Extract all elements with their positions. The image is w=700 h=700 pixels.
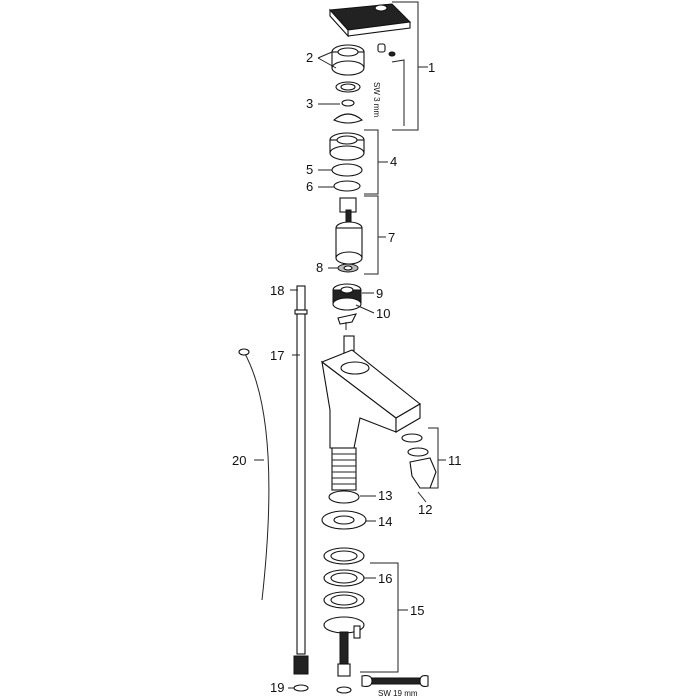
- flex-hose-part-20: [238, 348, 270, 601]
- callout-14: 14: [378, 514, 392, 529]
- rings-part-2: [331, 44, 365, 93]
- mounting-rings-part-16: [323, 547, 365, 609]
- callout-13: 13: [378, 488, 392, 503]
- leader-lines: [254, 1, 446, 689]
- wrench-tool: SW 19 mm: [361, 675, 429, 698]
- mounting-bracket-part-15: [323, 616, 365, 694]
- callout-17: 17: [270, 348, 284, 363]
- base-ring-part-14: [321, 510, 367, 530]
- callout-7: 7: [388, 230, 395, 245]
- callout-8: 8: [316, 260, 323, 275]
- callout-15: 15: [410, 603, 424, 618]
- washer-part-19: [293, 684, 309, 692]
- o-ring-part-6: [333, 180, 361, 192]
- callout-6: 6: [306, 179, 313, 194]
- callout-3: 3: [306, 96, 313, 111]
- cartridge-part-7: [335, 197, 363, 265]
- callout-10: 10: [376, 306, 390, 321]
- callout-20: 20: [232, 453, 246, 468]
- nut-part-4: [329, 132, 365, 161]
- threaded-shank: [331, 447, 357, 491]
- callout-11: 11: [448, 453, 462, 468]
- wrench-size-label: SW 19 mm: [378, 689, 418, 698]
- handle-plate-part: [328, 3, 412, 38]
- seal-part-8: [337, 263, 359, 273]
- callout-2: 2: [306, 50, 313, 65]
- callout-4: 4: [390, 154, 397, 169]
- hex-key-part: SW 3 mm: [372, 59, 405, 126]
- grub-screw-part: [377, 43, 396, 57]
- washer-part-3: [332, 99, 364, 124]
- callout-16: 16: [378, 571, 392, 586]
- aerator-housing-part-12: [409, 457, 437, 489]
- hose-part-17: [293, 285, 309, 675]
- o-ring-part-13: [328, 490, 360, 504]
- callout-19: 19: [270, 680, 284, 695]
- callout-9: 9: [376, 286, 383, 301]
- o-ring-part-5: [331, 163, 363, 177]
- callout-1: 1: [428, 60, 435, 75]
- diverter-part-9: [332, 283, 362, 311]
- callout-18: 18: [270, 283, 284, 298]
- clip-part-10: [337, 313, 358, 330]
- faucet-body: [320, 335, 421, 449]
- hex-key-size-label: SW 3 mm: [372, 82, 381, 117]
- callout-5: 5: [306, 162, 313, 177]
- aerator-parts-11: [401, 433, 429, 457]
- callout-numbers: 1 2 3 4 5 6 7 8 9 10 18 17 20 11 12 13 1…: [232, 50, 462, 695]
- callout-12: 12: [418, 502, 432, 517]
